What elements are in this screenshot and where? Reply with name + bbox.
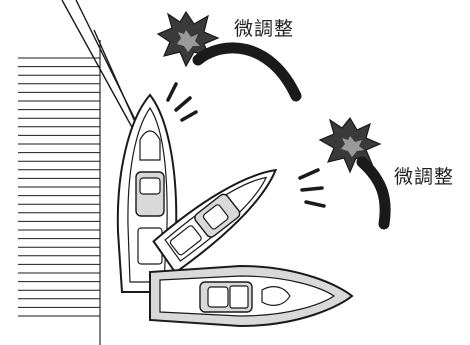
- dock-planks: [18, 57, 100, 317]
- boat-swinging: [152, 168, 278, 274]
- curved-force-arrow-icon-lower: [356, 156, 391, 230]
- motion-lines-icon-lower: [298, 168, 326, 208]
- curved-force-arrow-icon-upper: [192, 42, 302, 102]
- fine-adjust-label-upper: 微調整: [234, 18, 295, 40]
- fine-adjust-label-lower: 微調整: [394, 166, 455, 188]
- boat-horizontal: [149, 264, 354, 328]
- motion-lines-icon-upper: [166, 82, 198, 122]
